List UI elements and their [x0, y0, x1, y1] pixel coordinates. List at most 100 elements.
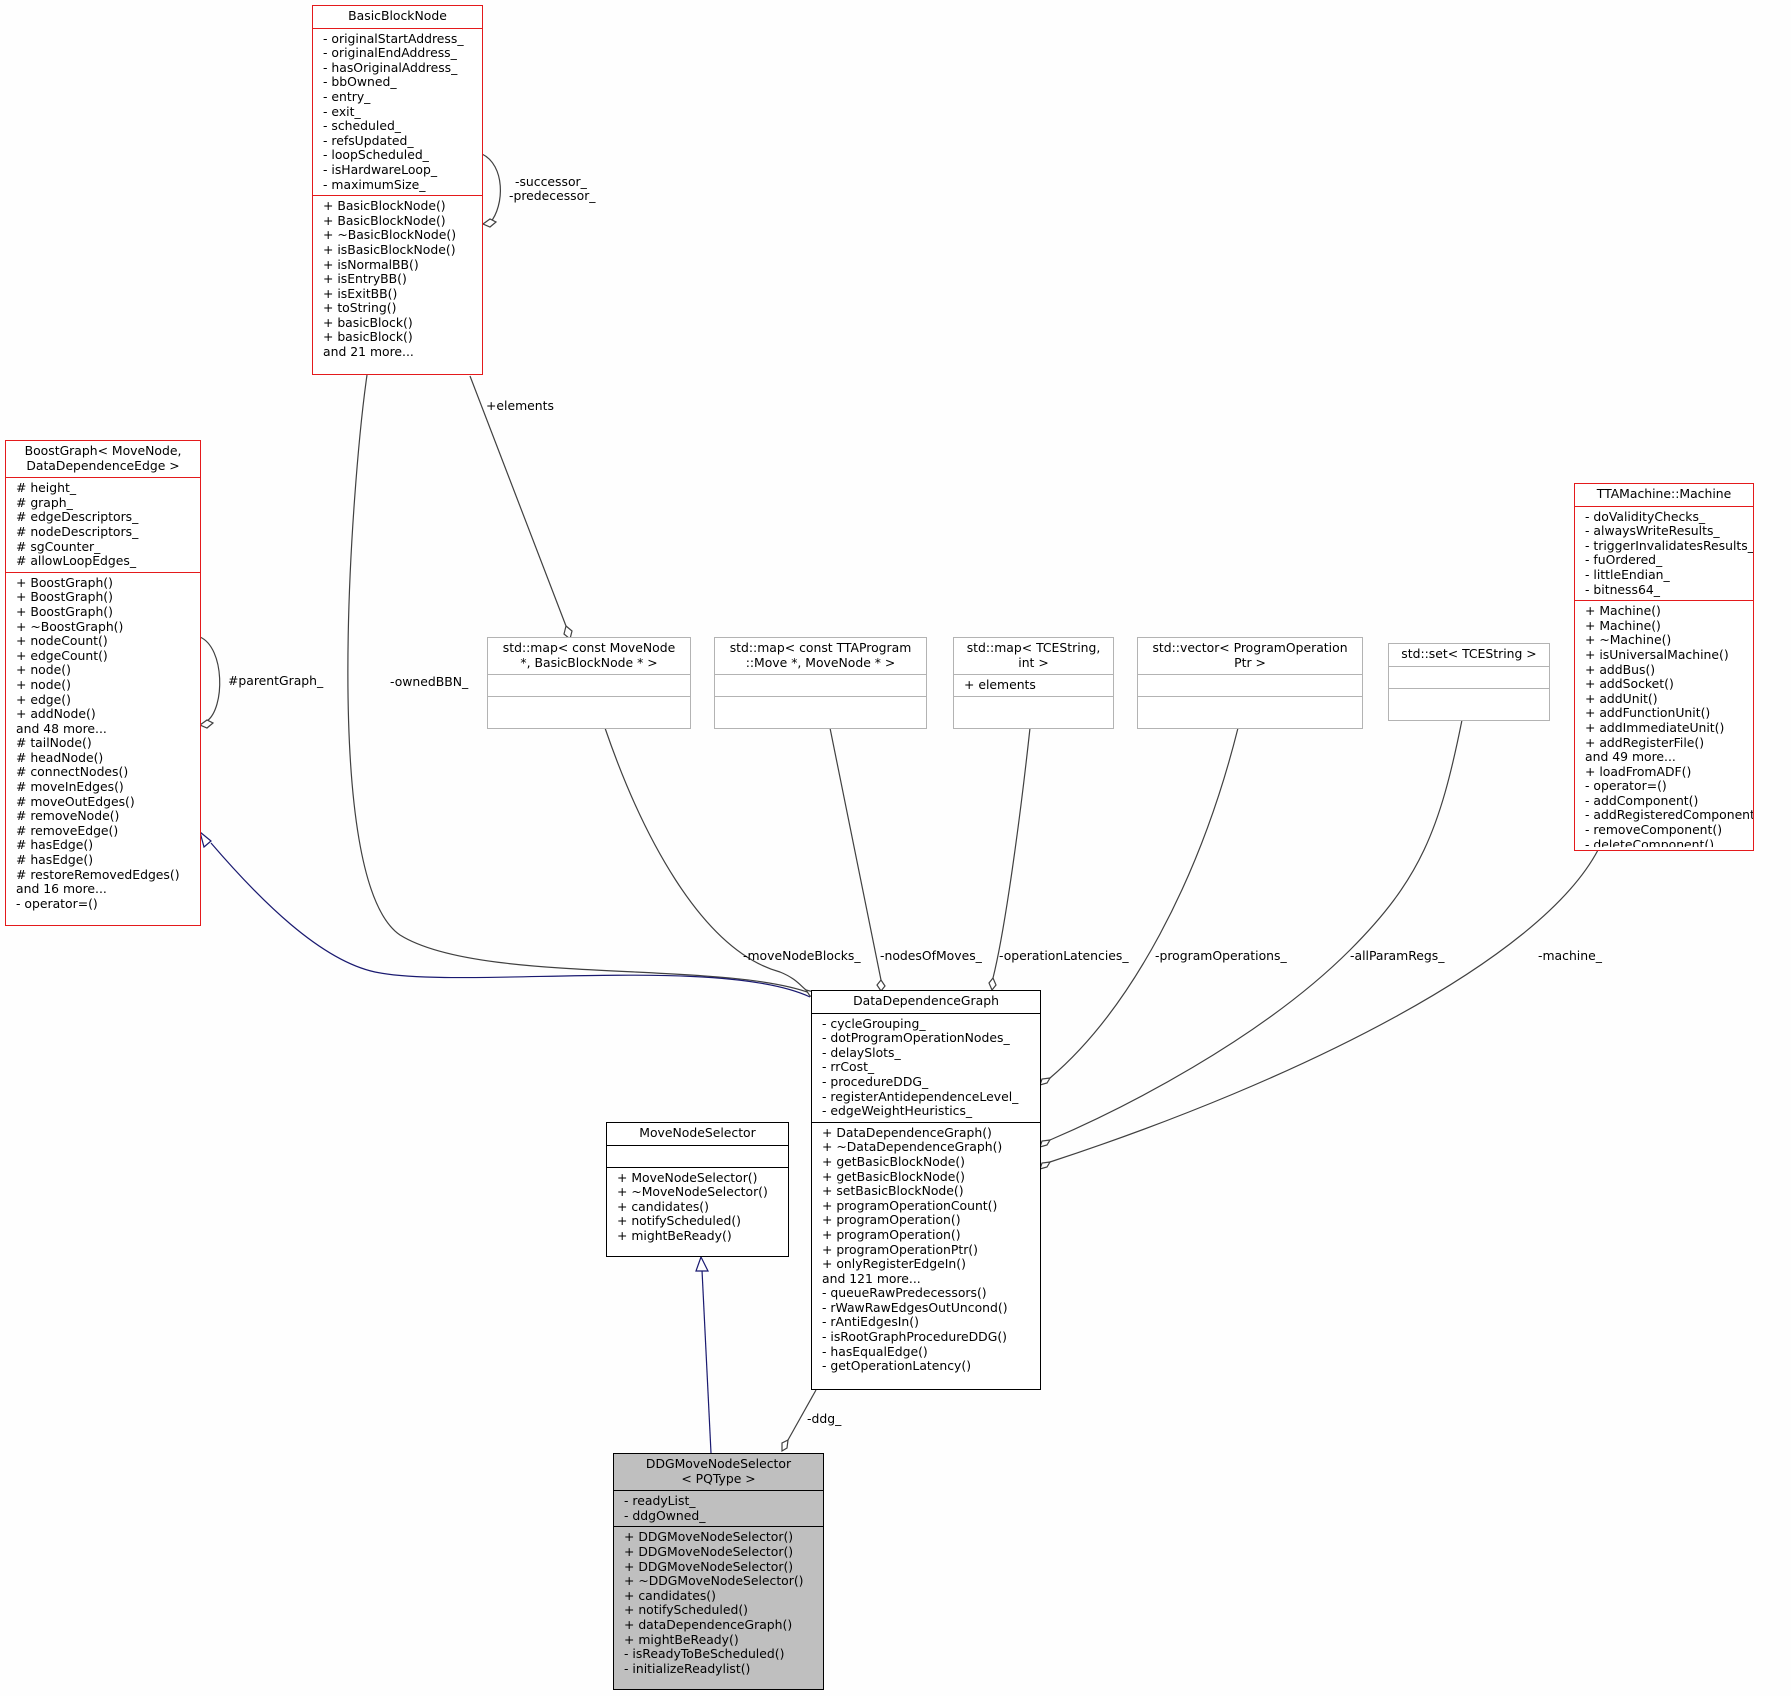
method-item: - operator=()	[1585, 778, 1667, 794]
attribute-item: + elements	[964, 677, 1036, 693]
attribute-item: - bitness64_	[1585, 581, 1660, 597]
node-map-tcestring-int: std::map< TCEString,int >+ elements	[953, 637, 1114, 729]
method-item: + isExitBB()	[323, 285, 398, 301]
class-title: std::map< TCEString,int >	[954, 638, 1113, 674]
edge-move-node-blocks	[604, 727, 807, 991]
method-item: + basicBlock()	[323, 314, 413, 330]
class-title: BoostGraph< MoveNode,DataDependenceEdge …	[6, 441, 200, 477]
label-elements: +elements	[486, 398, 554, 413]
method-item: + mightBeReady()	[624, 1631, 739, 1647]
class-title: std::set< TCEString >	[1389, 644, 1549, 666]
attribute-item: - originalEndAddress_	[323, 45, 457, 61]
class-attributes: - cycleGrouping_- dotProgramOperationNod…	[812, 1012, 1040, 1122]
class-methods	[954, 695, 1113, 726]
method-item: + ~BoostGraph()	[16, 618, 124, 634]
class-methods: + BoostGraph()+ BoostGraph()+ BoostGraph…	[6, 571, 200, 923]
edge-inherit-move-node-selector-arrow	[695, 1255, 709, 1272]
method-item: + addNode()	[16, 706, 96, 722]
attribute-item: - bbOwned_	[323, 74, 397, 90]
edge-program-operations-diamond	[1039, 1077, 1052, 1086]
node-set-tcestring: std::set< TCEString >	[1388, 643, 1550, 721]
class-name: TTAMachine::Machine	[1596, 486, 1732, 501]
method-item: - initializeReadylist()	[624, 1660, 751, 1676]
edge-elements	[469, 375, 567, 627]
class-attributes: # height_# graph_# edgeDescriptors_# nod…	[6, 477, 200, 572]
edge-machine-diamond	[1039, 1161, 1052, 1170]
method-item: + getBasicBlockNode()	[822, 1168, 965, 1184]
class-attributes	[607, 1144, 788, 1167]
class-title: BasicBlockNode	[313, 6, 482, 28]
method-item: # moveOutEdges()	[16, 793, 135, 809]
label-all-param-regs: -allParamRegs_	[1350, 948, 1445, 963]
method-item: - removeComponent()	[1585, 822, 1723, 838]
method-item: + candidates()	[624, 1587, 716, 1603]
attribute-item: - registerAntidependenceLevel_	[822, 1088, 1019, 1104]
class-name: MoveNodeSelector	[639, 1125, 756, 1140]
method-item: + isUniversalMachine()	[1585, 646, 1729, 662]
method-item: + programOperationPtr()	[822, 1241, 978, 1257]
attribute-item: - isHardwareLoop_	[323, 161, 438, 177]
class-title: MoveNodeSelector	[607, 1123, 788, 1145]
attribute-item: - refsUpdated_	[323, 132, 414, 148]
label-move-node-blocks: -moveNodeBlocks_	[743, 948, 861, 963]
method-item: + BasicBlockNode()	[323, 212, 446, 228]
method-item: - queueRawPredecessors()	[822, 1285, 987, 1301]
method-item: # removeEdge()	[16, 822, 119, 838]
class-methods	[1389, 687, 1549, 718]
edge-inherit-move-node-selector	[701, 1269, 712, 1454]
class-name: std::map< const TTAProgram	[729, 640, 912, 655]
edge-operation-latencies-diamond	[988, 976, 997, 992]
class-name: BasicBlockNode	[348, 8, 447, 23]
class-title: DDGMoveNodeSelector< PQType >	[614, 1454, 823, 1490]
attribute-item: - littleEndian_	[1585, 566, 1670, 582]
edge-ddg	[787, 1389, 817, 1441]
method-item: - rWawRawEdgesOutUncond()	[822, 1299, 1008, 1315]
method-item: + ~BasicBlockNode()	[323, 227, 457, 243]
attribute-item: - scheduled_	[323, 118, 401, 134]
method-item: + node()	[16, 662, 71, 678]
method-item: + DDGMoveNodeSelector()	[624, 1543, 794, 1559]
class-name: DDGMoveNodeSelector	[645, 1456, 792, 1471]
method-item: + addFunctionUnit()	[1585, 705, 1711, 721]
method-item: + programOperation()	[822, 1226, 961, 1242]
attribute-item: - alwaysWriteResults_	[1585, 523, 1720, 539]
class-methods: + MoveNodeSelector()+ ~MoveNodeSelector(…	[607, 1166, 788, 1254]
attribute-item: # sgCounter_	[16, 538, 101, 554]
node-basic-block-node: BasicBlockNode- originalStartAddress_- o…	[312, 5, 483, 375]
method-item: # headNode()	[16, 749, 104, 765]
method-item: + onlyRegisterEdgeIn()	[822, 1256, 966, 1272]
method-item: + Machine()	[1585, 617, 1661, 633]
method-item: + addSocket()	[1585, 676, 1674, 692]
method-item: # restoreRemovedEdges()	[16, 866, 180, 882]
attribute-item: - cycleGrouping_	[822, 1015, 926, 1031]
attribute-item: - loopScheduled_	[323, 147, 429, 163]
class-name: std::map< const MoveNode	[502, 640, 676, 655]
method-item: - isReadyToBeScheduled()	[624, 1646, 785, 1662]
method-item: # removeNode()	[16, 808, 120, 824]
method-item: + notifyScheduled()	[617, 1213, 742, 1229]
class-name: int >	[1018, 654, 1049, 670]
method-item: + Machine()	[1585, 603, 1661, 619]
method-item: + addRegisterFile()	[1585, 734, 1705, 750]
attribute-item: - readyList_	[624, 1493, 696, 1509]
method-item: + setBasicBlockNode()	[822, 1183, 964, 1199]
attribute-item: - triggerInvalidatesResults_	[1585, 537, 1753, 553]
method-item: - getOperationLatency()	[822, 1358, 972, 1374]
edge-inherit-boost-graph-arrow	[198, 830, 212, 849]
attribute-item: - doValidityChecks_	[1585, 508, 1706, 524]
method-item: + ~Machine()	[1585, 632, 1672, 648]
attribute-item: - maximumSize_	[323, 176, 426, 192]
attribute-item: - delaySlots_	[822, 1044, 901, 1060]
class-name: DataDependenceEdge >	[26, 457, 180, 473]
edge-boost-graph-self	[199, 636, 221, 722]
method-item: + candidates()	[617, 1198, 709, 1214]
label-operation-latencies: -operationLatencies_	[999, 948, 1129, 963]
node-map-move-movenode: std::map< const TTAProgram::Move *, Move…	[714, 637, 927, 729]
class-methods	[1138, 696, 1362, 726]
method-item: + BoostGraph()	[16, 603, 113, 619]
label-predecessor: -predecessor_	[509, 188, 596, 203]
method-item: - hasEqualEdge()	[822, 1343, 928, 1359]
method-item: + isEntryBB()	[323, 271, 407, 287]
